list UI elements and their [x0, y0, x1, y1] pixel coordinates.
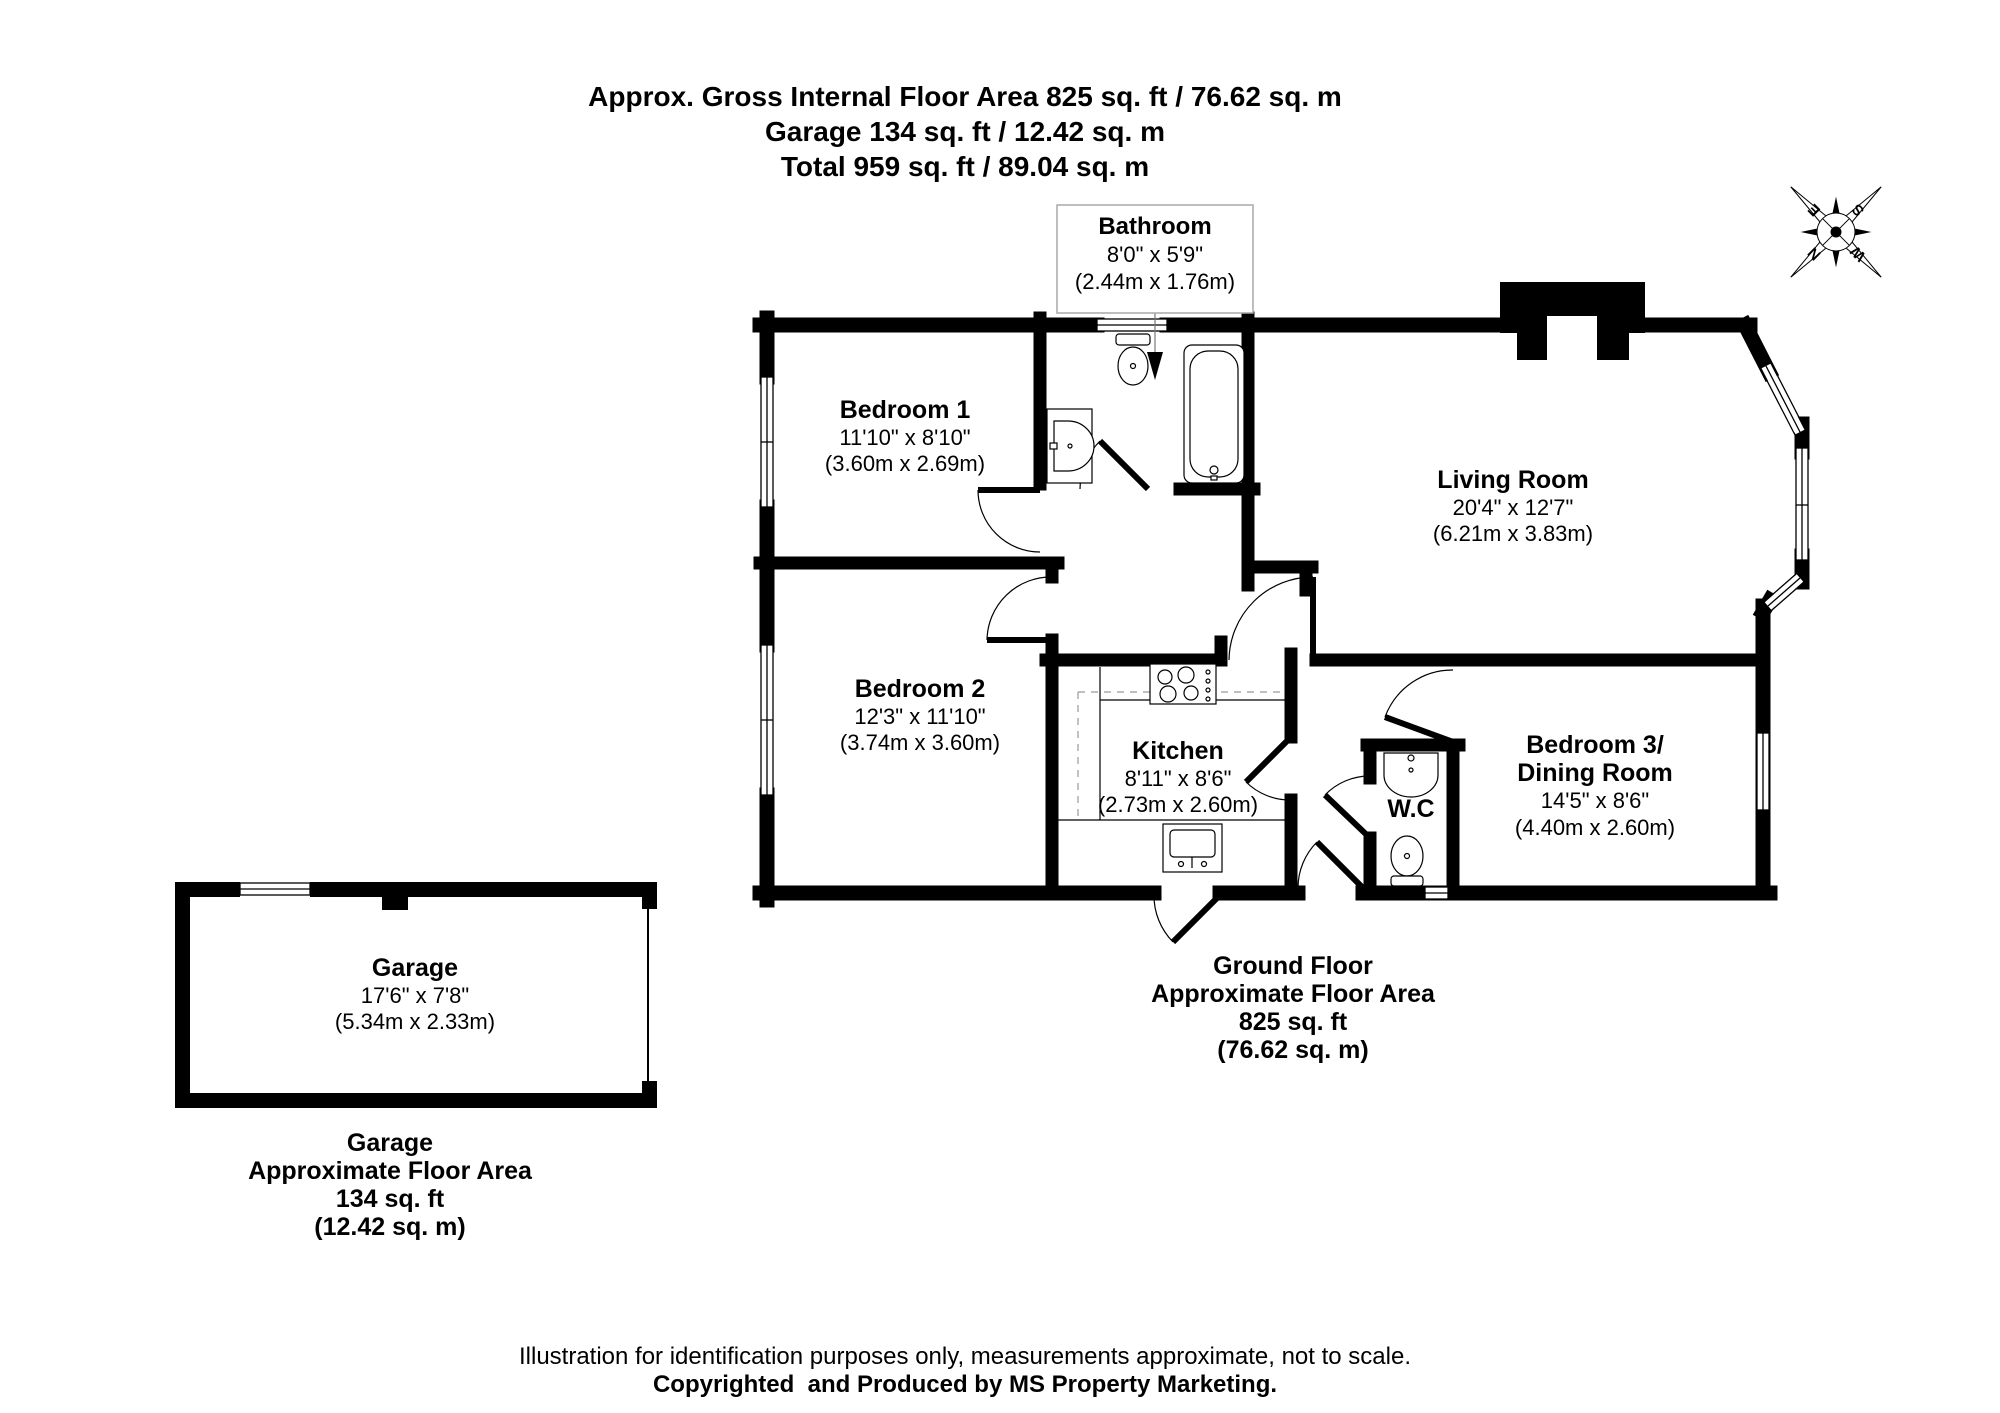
living-room-label: Living Room 20'4" x 12'7" (6.21m x 3.83m… [1433, 466, 1593, 546]
garage-summary-line4: (12.42 sq. m) [314, 1213, 465, 1241]
wc-fixtures [1383, 752, 1439, 887]
bedroom2-dim-imperial: 12'3" x 11'10" [854, 704, 985, 729]
windows [760, 318, 1809, 900]
bathroom-dim-imperial: 8'0" x 5'9" [1107, 242, 1203, 267]
kitchen-dim-imperial: 8'11" x 8'6" [1125, 766, 1232, 791]
bedroom2-label: Bedroom 2 12'3" x 11'10" (3.74m x 3.60m) [840, 675, 1000, 755]
bedroom3-dim-metric: (4.40m x 2.60m) [1515, 815, 1675, 840]
ground-floor-line4: (76.62 sq. m) [1217, 1036, 1368, 1064]
bedroom2-dim-metric: (3.74m x 3.60m) [840, 730, 1000, 755]
bedroom3-name-line1: Bedroom 3/ [1526, 731, 1664, 759]
bedroom1-window [760, 376, 774, 508]
bathroom-callout-arrow-icon [1147, 352, 1163, 380]
header-line-2: Garage 134 sq. ft / 12.42 sq. m [765, 116, 1165, 147]
wc-window [1424, 886, 1449, 900]
garage-label: Garage 17'6" x 7'8" (5.34m x 2.33m) [335, 954, 495, 1034]
bay-window-top [1760, 362, 1806, 436]
footer-copyright: Copyrighted and Produced by MS Property … [653, 1371, 1277, 1398]
wc-name: W.C [1387, 795, 1434, 823]
garage-dim-imperial: 17'6" x 7'8" [361, 983, 469, 1008]
bedroom1-dim-metric: (3.60m x 2.69m) [825, 451, 985, 476]
hob-icon [1149, 663, 1217, 705]
bathroom-fixtures [1046, 333, 1245, 484]
kitchen-sink-icon [1162, 823, 1223, 873]
bathroom-window [1096, 318, 1168, 332]
ground-floor-summary: Ground Floor Approximate Floor Area 825 … [1151, 952, 1436, 1064]
garage-structure: Garage 17'6" x 7'8" (5.34m x 2.33m) [175, 882, 657, 1108]
header-line-1: Approx. Gross Internal Floor Area 825 sq… [588, 81, 1342, 112]
header-area: Approx. Gross Internal Floor Area 825 sq… [588, 81, 1342, 182]
bedroom1-dim-imperial: 11'10" x 8'10" [839, 425, 970, 450]
back-door [1153, 892, 1223, 945]
chimney-breast [1500, 282, 1645, 360]
garage-summary-line1: Garage [347, 1129, 433, 1157]
garage-summary-line2: Approximate Floor Area [248, 1157, 533, 1185]
bedroom3-name-line2: Dining Room [1517, 759, 1673, 787]
bay-window-middle [1795, 447, 1809, 561]
bedroom2-door [986, 576, 1053, 643]
header-line-3: Total 959 sq. ft / 89.04 sq. m [781, 151, 1149, 182]
living-room-dim-imperial: 20'4" x 12'7" [1453, 495, 1574, 520]
kitchen-name: Kitchen [1132, 737, 1224, 765]
bedroom1-label: Bedroom 1 11'10" x 8'10" (3.60m x 2.69m) [825, 396, 985, 476]
bedroom3-dim-imperial: 14'5" x 8'6" [1541, 788, 1649, 813]
bay-window-bottom [1763, 573, 1805, 611]
garage-summary: Garage Approximate Floor Area 134 sq. ft… [248, 1129, 533, 1241]
ground-floor-line2: Approximate Floor Area [1151, 980, 1436, 1008]
garage-name: Garage [372, 954, 458, 982]
kitchen-label: Kitchen 8'11" x 8'6" (2.73m x 2.60m) [1098, 737, 1258, 817]
toilet-icon [1115, 333, 1151, 386]
living-room-dim-metric: (6.21m x 3.83m) [1433, 521, 1593, 546]
bathroom-label: Bathroom [1098, 213, 1211, 240]
bedroom2-window [760, 644, 774, 796]
garage-summary-line3: 134 sq. ft [336, 1185, 445, 1213]
bathroom-callout: Bathroom 8'0" x 5'9" (2.44m x 1.76m) [1056, 204, 1254, 380]
interior-walls [753, 311, 1763, 894]
compass-rose-icon: N E S W [1790, 186, 1882, 278]
kitchen-dim-metric: (2.73m x 2.60m) [1098, 792, 1258, 817]
wc-toilet-icon [1390, 835, 1424, 887]
ground-floor-line3: 825 sq. ft [1239, 1008, 1348, 1036]
living-room-door [1228, 576, 1316, 661]
room-labels: Bedroom 1 11'10" x 8'10" (3.60m x 2.69m)… [825, 396, 1675, 840]
sink-icon [1046, 408, 1095, 484]
bathroom-callout-box [1056, 204, 1254, 314]
garage-window [239, 882, 311, 896]
kitchen-door [1243, 734, 1294, 801]
bedroom3-door [1383, 669, 1455, 745]
garage-dim-metric: (5.34m x 2.33m) [335, 1009, 495, 1034]
bedroom3-window [1756, 732, 1770, 811]
footer-area: Illustration for identification purposes… [519, 1343, 1411, 1398]
footer-disclaimer: Illustration for identification purposes… [519, 1343, 1411, 1370]
wc-sink-icon [1383, 752, 1439, 798]
bedroom2-name: Bedroom 2 [855, 675, 986, 703]
wc-door [1322, 775, 1373, 841]
bedroom1-name: Bedroom 1 [840, 396, 971, 424]
kitchen-counter-dashed [1077, 691, 1283, 818]
kitchen-fixtures [1058, 663, 1285, 873]
doors [977, 438, 1455, 945]
living-room-name: Living Room [1437, 466, 1588, 494]
bedroom1-door [977, 487, 1041, 553]
bathroom-dim-metric: (2.44m x 1.76m) [1075, 269, 1235, 294]
bathtub-icon [1183, 344, 1245, 484]
ground-floor-line1: Ground Floor [1213, 952, 1373, 980]
bedroom3-label: Bedroom 3/ Dining Room 14'5" x 8'6" (4.4… [1515, 731, 1675, 840]
front-door [1297, 839, 1366, 891]
